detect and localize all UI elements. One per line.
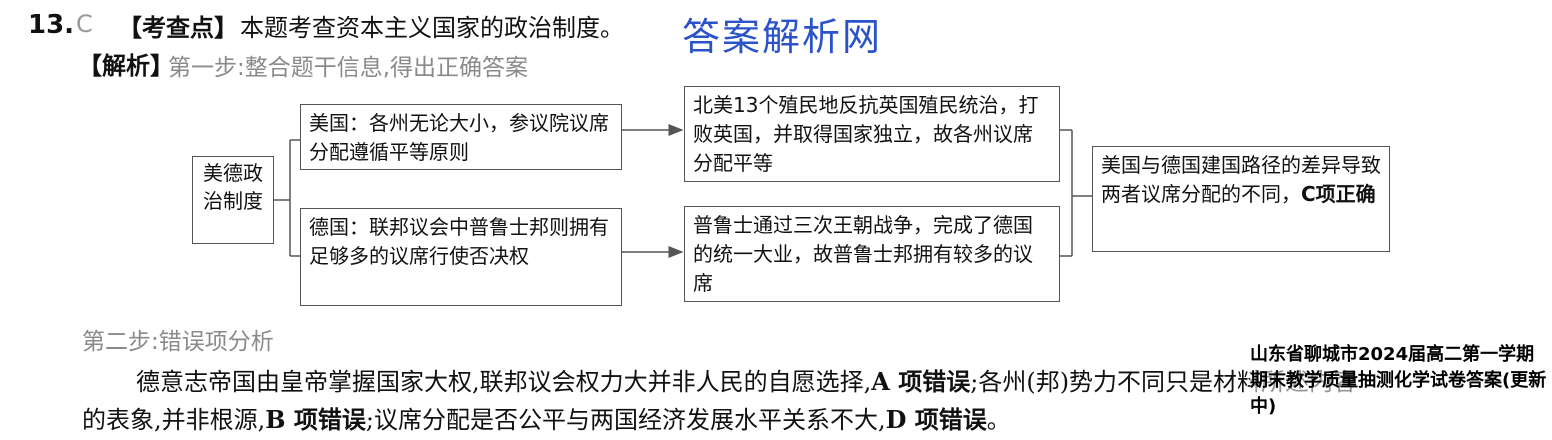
option-a-wrong: A 项错误	[871, 367, 971, 396]
step1-heading: 第一步:整合题干信息,得出正确答案	[168, 55, 529, 81]
option-b-wrong: B 项错误	[265, 405, 366, 434]
overlay-title: 山东省聊城市2024届高二第一学期期末教学质量抽测化学试卷答案(更新中)	[1250, 342, 1550, 420]
conclusion-text: 美国与德国建国路径的差异导致两者议席分配的不同，	[1101, 153, 1381, 206]
option-d-wrong: D 项错误	[885, 405, 987, 434]
para2-text-c: ;议席分配是否公平与两国经济发展水平关系不大,	[365, 406, 886, 434]
step2-heading: 第二步:错误项分析	[82, 329, 274, 355]
point-text: 本题考查资本主义国家的政治制度。	[240, 14, 624, 42]
point-label: 【考查点】	[118, 13, 238, 42]
de-reason-box: 普鲁士通过三次王朝战争，完成了德国的统一大业，故普鲁士邦拥有较多的议席	[684, 206, 1060, 302]
de-feature-box: 德国：联邦议会中普鲁士邦则拥有足够多的议席行使否决权	[300, 208, 622, 306]
para2-text-e: 。	[986, 406, 1011, 434]
answer-letter: C	[76, 10, 93, 38]
conclusion-box: 美国与德国建国路径的差异导致两者议席分配的不同，C项正确	[1092, 146, 1390, 252]
para1-text-a: 德意志帝国由皇帝掌握国家大权,联邦议会权力大并非人民的自愿选择,	[136, 368, 872, 396]
us-reason-box: 北美13个殖民地反抗英国殖民统治，打败英国，并取得国家独立，故各州议席分配平等	[684, 86, 1060, 182]
analysis-label: 【解析】	[78, 51, 174, 80]
conclusion-correct: C项正确	[1301, 182, 1376, 206]
paragraph-line-1: 德意志帝国由皇帝掌握国家大权,联邦议会权力大并非人民的自愿选择,A 项错误;各州…	[136, 362, 1357, 397]
para2-text-a: 的表象,并非根源,	[82, 406, 266, 434]
question-number: 13.	[28, 10, 75, 40]
us-feature-box: 美国：各州无论大小，参议院议席分配遵循平等原则	[300, 104, 622, 170]
watermark: 答案解析网	[682, 15, 883, 59]
paragraph-line-2: 的表象,并非根源,B 项错误;议席分配是否公平与两国经济发展水平关系不大,D 项…	[82, 400, 1011, 435]
diagram-root-box: 美德政治制度	[192, 156, 274, 244]
